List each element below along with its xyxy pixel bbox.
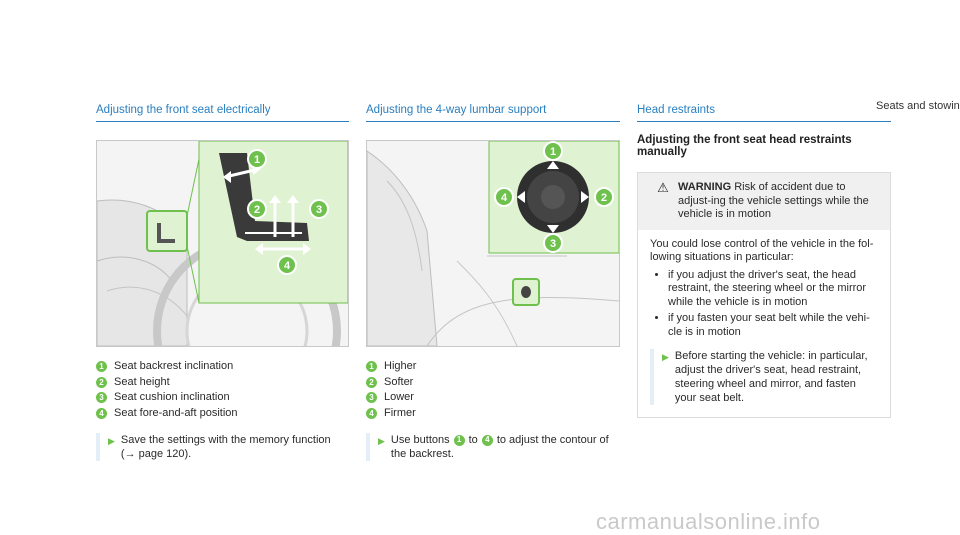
legend-text: Lower [384, 391, 414, 403]
header-section: Seats and stowing [876, 100, 960, 112]
lumbar-illustration: 1 2 3 4 [367, 141, 619, 346]
instruction-text: to adjust the contour of [496, 434, 609, 446]
svg-text:4: 4 [284, 260, 291, 272]
legend-text: Higher [384, 360, 417, 372]
legend-text: Seat cushion inclination [114, 391, 230, 403]
warning-headline: Risk of accident due to adjust-ing the v… [678, 181, 869, 220]
svg-text:3: 3 [550, 238, 556, 250]
section-title: Adjusting the 4-way lumbar support [366, 104, 620, 122]
warning-box: ⚠ WARNING Risk of accident due to adjust… [637, 172, 891, 418]
instruction-text: Use buttons [390, 434, 450, 446]
callout-marker: 3 [366, 392, 377, 404]
instruction-text: to [468, 434, 478, 446]
warning-bullet: if you adjust the driver's seat, the hea… [668, 269, 880, 310]
instruction-step: ▶ Use buttons 1 to 4 to adjust the conto… [366, 433, 620, 461]
svg-text:1: 1 [550, 146, 556, 158]
legend-text: Seat backrest inclination [114, 360, 234, 372]
callout-marker: 2 [366, 376, 377, 388]
svg-text:2: 2 [601, 192, 607, 204]
callout-marker: 1 [453, 434, 465, 446]
warning-triangle-icon: ⚠ [657, 180, 669, 195]
legend-item: 4 Seat fore-and-aft position [96, 406, 349, 422]
column-head-restraints: Head restraints Adjusting the front seat… [637, 104, 891, 418]
page-header: Seats and stowing113 [876, 100, 960, 112]
instruction-text: Before starting the vehicle: in particul… [674, 350, 868, 404]
legend-item: 1 Higher [366, 359, 620, 375]
svg-text:2: 2 [254, 204, 260, 216]
svg-text:4: 4 [501, 192, 508, 204]
callout-marker: 3 [96, 392, 107, 404]
legend-item: 2 Seat height [96, 375, 349, 391]
column-front-seat: Adjusting the front seat electrically [96, 104, 349, 461]
legend-text: Softer [384, 375, 414, 388]
warning-bullet: if you fasten your seat belt while the v… [668, 312, 880, 339]
legend-text: Firmer [384, 406, 416, 419]
warning-intro: You could lose control of the vehicle in… [650, 237, 874, 264]
callout-marker: 2 [96, 376, 107, 388]
callout-marker: 1 [96, 361, 107, 373]
warning-instruction: ▶ Before starting the vehicle: in partic… [650, 349, 880, 405]
warning-label: WARNING [678, 181, 732, 193]
legend-item: 3 Lower [366, 390, 620, 406]
instruction-line: Save the settings with the memory functi… [120, 434, 331, 446]
lumbar-figure: 1 2 3 4 [366, 140, 620, 347]
instruction-line: the backrest. [390, 448, 454, 460]
callout-marker: 4 [481, 434, 493, 446]
legend-item: 3 Seat cushion inclination [96, 390, 349, 406]
warning-bullets: if you adjust the driver's seat, the hea… [650, 269, 880, 340]
step-arrow-icon: ▶ [378, 436, 385, 446]
warning-header: ⚠ WARNING Risk of accident due to adjust… [638, 173, 890, 230]
legend-list: 1 Higher 2 Softer 3 Lower 4 Firmer [366, 359, 620, 421]
subsection-title: Adjusting the front seat head restraints… [637, 134, 852, 158]
callout-marker: 4 [366, 407, 377, 419]
watermark: carmanualsonline.info [596, 509, 821, 534]
svg-text:1: 1 [254, 154, 260, 166]
legend-item: 4 Firmer [366, 406, 620, 422]
legend-item: 1 Seat backrest inclination [96, 359, 349, 375]
step-arrow-icon: ▶ [108, 436, 115, 446]
section-title: Head restraints [637, 104, 891, 122]
svg-text:3: 3 [316, 204, 322, 216]
legend-text: Seat fore-and-aft position [114, 406, 238, 419]
step-arrow-icon: ▶ [662, 352, 669, 362]
instruction-step: ▶ Save the settings with the memory func… [96, 433, 349, 461]
section-title: Adjusting the front seat electrically [96, 104, 349, 122]
seat-illustration: 1 2 3 4 [97, 141, 348, 346]
warning-body: You could lose control of the vehicle in… [638, 230, 890, 418]
legend-item: 2 Softer [366, 375, 620, 391]
seat-controls-figure: 1 2 3 4 [96, 140, 349, 347]
callout-marker: 4 [96, 407, 107, 419]
legend-text: Seat height [114, 375, 170, 388]
callout-marker: 1 [366, 361, 377, 373]
page-reference-link[interactable]: (→ page 120). [120, 448, 192, 460]
column-lumbar-support: Adjusting the 4-way lumbar support 1 2 3 [366, 104, 620, 461]
